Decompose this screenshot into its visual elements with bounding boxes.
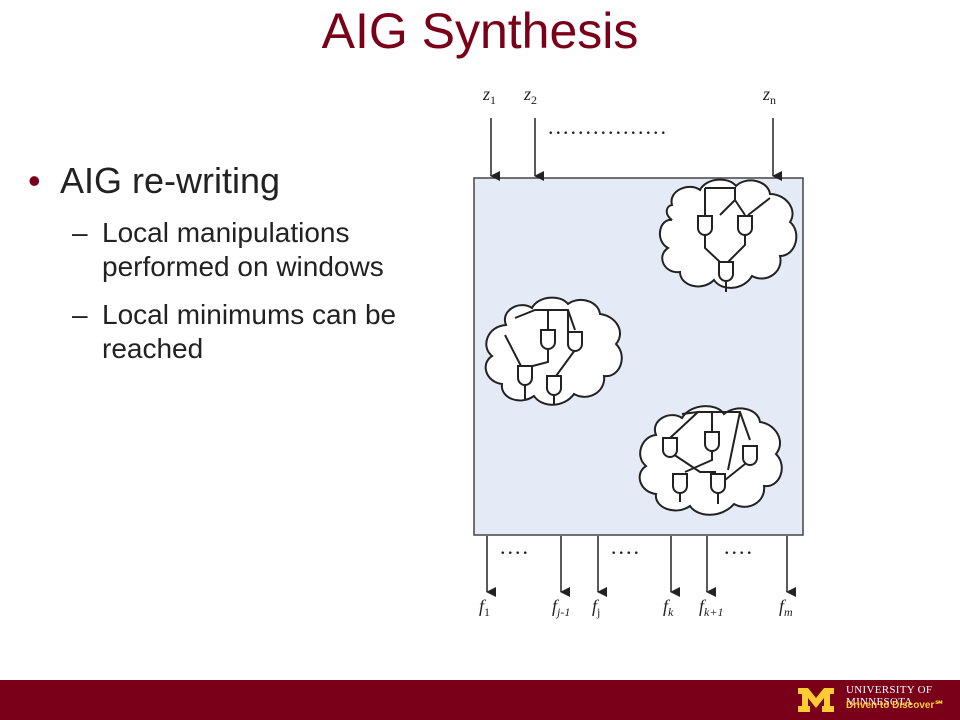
slide-title: AIG Synthesis — [321, 3, 639, 59]
subbullet-text: Local minimums can be reached — [102, 299, 397, 364]
bullet-list: • AIG re-writing – Local manipulations p… — [28, 160, 428, 366]
umn-logo-icon — [798, 688, 834, 712]
bullet-item: • AIG re-writing — [28, 160, 428, 202]
subbullet-text: Local manipulations performed on windows — [102, 217, 384, 282]
output-ellipsis: .... — [611, 534, 641, 559]
output-label: fk — [663, 596, 674, 619]
subbullet-item: – Local manipulations performed on windo… — [28, 216, 402, 284]
input-label-z2: z2 — [523, 84, 537, 107]
output-label: fk+1 — [699, 596, 723, 619]
input-ellipsis: ................ — [548, 114, 668, 139]
footer-bar — [0, 680, 960, 720]
gate-network — [704, 187, 771, 292]
output-ellipsis: .... — [500, 534, 530, 559]
gate-network — [669, 411, 751, 504]
output-ellipsis: .... — [724, 534, 754, 559]
dash-marker: – — [72, 299, 88, 330]
output-label: fj — [592, 596, 600, 619]
university-name: UNIVERSITY OF MINNESOTA — [846, 684, 933, 708]
dash-marker: – — [72, 217, 88, 248]
and-gate — [662, 431, 758, 494]
output-label: f1 — [479, 596, 490, 619]
output-label: fm — [779, 596, 793, 619]
subbullet-item: – Local minimums can be reached — [28, 298, 402, 366]
and-gate — [517, 329, 583, 396]
window-cloud — [658, 178, 798, 289]
input-label-zn: zn — [762, 84, 776, 107]
output-label: fj-1 — [552, 596, 570, 619]
bullet-dot: • — [28, 160, 41, 201]
and-gate — [697, 215, 753, 282]
university-tagline: Driven to Discover℠ — [846, 700, 945, 711]
input-label-z1: z1 — [482, 84, 496, 107]
gate-network — [504, 309, 576, 404]
aig-diagram: z1 z2 zn ................ .... .... ....… — [473, 84, 804, 619]
bullet-text: AIG re-writing — [60, 160, 281, 201]
